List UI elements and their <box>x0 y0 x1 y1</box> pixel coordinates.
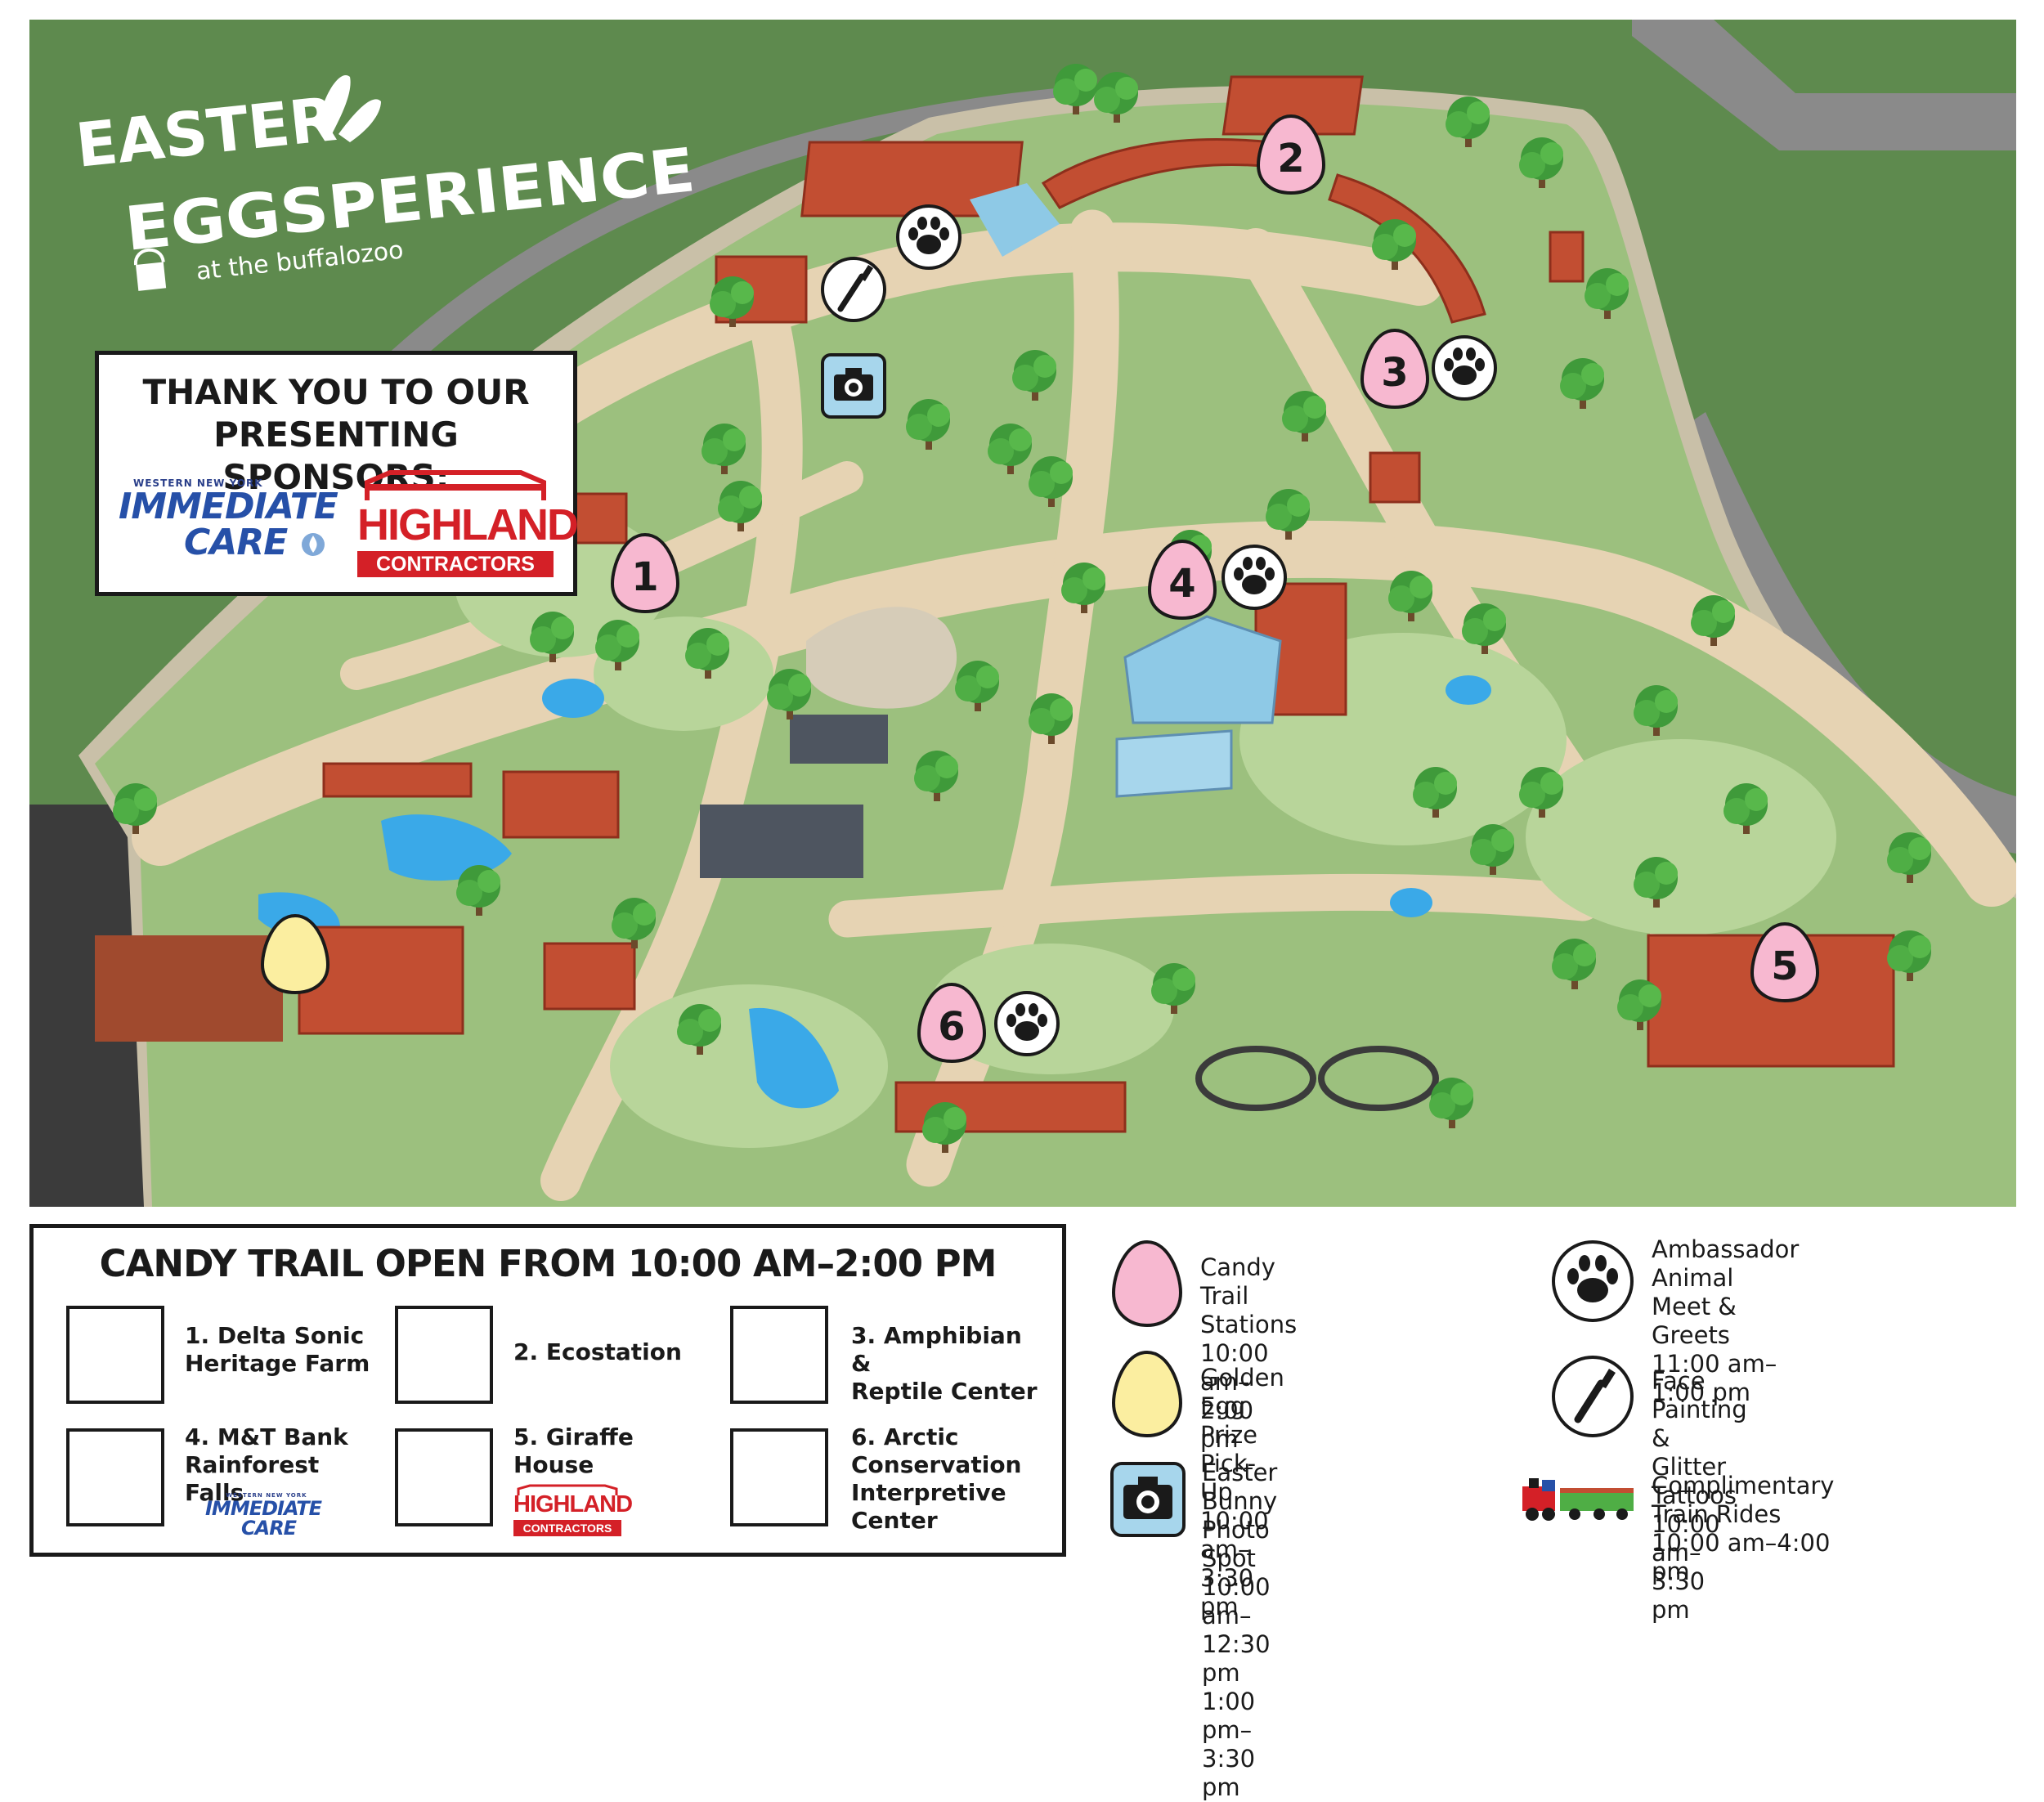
map-station-6[interactable]: 6 <box>917 983 986 1063</box>
train-icon <box>1522 1478 1634 1521</box>
paintbrush-icon <box>1552 1356 1634 1437</box>
highland-roof-icon <box>365 470 546 500</box>
station-item-4: 4. M&T Bank Rainforest Falls WESTERN NEW… <box>66 1423 377 1538</box>
station-3-number: 3 <box>1381 350 1408 396</box>
station-5-sponsor-bar: CONTRACTORS <box>513 1520 621 1536</box>
station-6-label: 6. Arctic Conservation Interpretive Cent… <box>851 1423 1022 1534</box>
station-4-sponsor-line1: IMMEDIATE <box>205 1497 322 1520</box>
candy-trail-box: CANDY TRAIL OPEN FROM 10:00 AM–2:00 PM 1… <box>29 1224 1066 1557</box>
highland-logo-word: HIGHLAND <box>357 500 579 549</box>
station-6-number: 6 <box>938 1004 965 1050</box>
map-paw-icon-3 <box>1432 335 1497 401</box>
station-1-number: 1 <box>631 554 658 600</box>
map-station-4[interactable]: 4 <box>1148 540 1217 620</box>
station-4-sponsor-small: WESTERN NEW YORK <box>226 1492 307 1499</box>
immediate-care-logo-line2-text: CARE <box>184 522 288 563</box>
immediate-care-drop-icon <box>301 533 325 556</box>
immediate-care-logo: WESTERN NEW YORK IMMEDIATE CARE <box>119 477 339 576</box>
immediate-care-logo-line2: CARE <box>119 525 339 561</box>
station-1-checkbox[interactable] <box>66 1306 164 1404</box>
station-4-sponsor-logo: WESTERN NEW YORK IMMEDIATE CARE <box>205 1492 328 1538</box>
basket-icon <box>133 248 167 291</box>
zoo-map: 1 2 3 4 5 6 EASTER EGGSPERIENCE at the b… <box>29 20 2020 1208</box>
map-station-2[interactable]: 2 <box>1257 114 1325 195</box>
station-2-number: 2 <box>1277 136 1304 182</box>
station-item-6: 6. Arctic Conservation Interpretive Cent… <box>730 1423 1041 1534</box>
candy-trail-title: CANDY TRAIL OPEN FROM 10:00 AM–2:00 PM <box>99 1242 997 1285</box>
station-4-number: 4 <box>1168 561 1195 607</box>
sponsor-title: THANK YOU TO OUR PRESENTING SPONSORS: <box>142 372 530 497</box>
paw-icon <box>1552 1240 1634 1322</box>
station-6-checkbox[interactable] <box>730 1428 828 1526</box>
map-station-5[interactable]: 5 <box>1750 922 1819 1002</box>
highland-logo-bar: CONTRACTORS <box>357 551 554 577</box>
pink-egg-icon <box>1111 1239 1183 1328</box>
station-5-label: 5. Giraffe House <box>513 1423 634 1478</box>
station-1-label: 1. Delta Sonic Heritage Farm <box>185 1322 370 1377</box>
station-5-roof-icon <box>517 1484 618 1495</box>
legend-train-rides-text: Complimentary Train Rides 10:00 am–4:00 … <box>1652 1472 1835 1585</box>
station-4-label: 4. M&T Bank Rainforest Falls <box>185 1423 348 1506</box>
highland-logo: HIGHLAND CONTRACTORS <box>357 469 579 580</box>
station-item-1: 1. Delta Sonic Heritage Farm <box>66 1306 377 1407</box>
legend-photo-spot-text: Easter Bunny Photo Spot 10:00 am–12:30 p… <box>1202 1459 1278 1801</box>
station-item-5: 5. Giraffe House HIGHLAND CONTRACTORS <box>395 1423 706 1536</box>
map-golden-egg-icon <box>260 913 330 995</box>
immediate-care-logo-line1: IMMEDIATE <box>119 486 338 527</box>
station-5-checkbox[interactable] <box>395 1428 493 1526</box>
station-4-checkbox[interactable] <box>66 1428 164 1526</box>
station-4-sponsor-line2: CARE <box>241 1517 297 1540</box>
camera-icon <box>1110 1462 1186 1537</box>
golden-egg-icon <box>1111 1350 1183 1438</box>
station-2-label: 2. Ecostation <box>513 1338 682 1365</box>
station-3-label: 3. Amphibian & Reptile Center <box>851 1322 1038 1405</box>
station-3-checkbox[interactable] <box>730 1306 828 1404</box>
legend-animal-meet-text: Ambassador Animal Meet & Greets 11:00 am… <box>1652 1235 1800 1406</box>
station-5-sponsor-word: HIGHLAND <box>513 1491 633 1517</box>
map-paw-icon-6 <box>994 991 1060 1056</box>
map-station-1[interactable]: 1 <box>611 533 679 613</box>
legend-candy-trail-text: Candy Trail Stations 10:00 am–2:00 pm <box>1200 1253 1298 1453</box>
map-paintbrush-icon <box>821 257 886 322</box>
station-item-2: 2. Ecostation <box>395 1306 706 1407</box>
map-camera-icon <box>821 353 886 419</box>
station-item-3: 3. Amphibian & Reptile Center <box>730 1306 1041 1407</box>
zoo-map-illustration: 1 2 3 4 5 6 EASTER EGGSPERIENCE at the b… <box>29 20 2020 1208</box>
map-station-3[interactable]: 3 <box>1360 329 1429 409</box>
map-paw-icon-1 <box>896 204 961 270</box>
sponsor-box: THANK YOU TO OUR PRESENTING SPONSORS: WE… <box>95 351 579 596</box>
map-paw-icon-4 <box>1221 545 1287 610</box>
station-5-number: 5 <box>1771 944 1798 989</box>
immediate-care-logo-small: WESTERN NEW YORK <box>133 477 263 489</box>
station-2-checkbox[interactable] <box>395 1306 493 1404</box>
station-5-sponsor-logo: HIGHLAND CONTRACTORS <box>513 1484 633 1538</box>
